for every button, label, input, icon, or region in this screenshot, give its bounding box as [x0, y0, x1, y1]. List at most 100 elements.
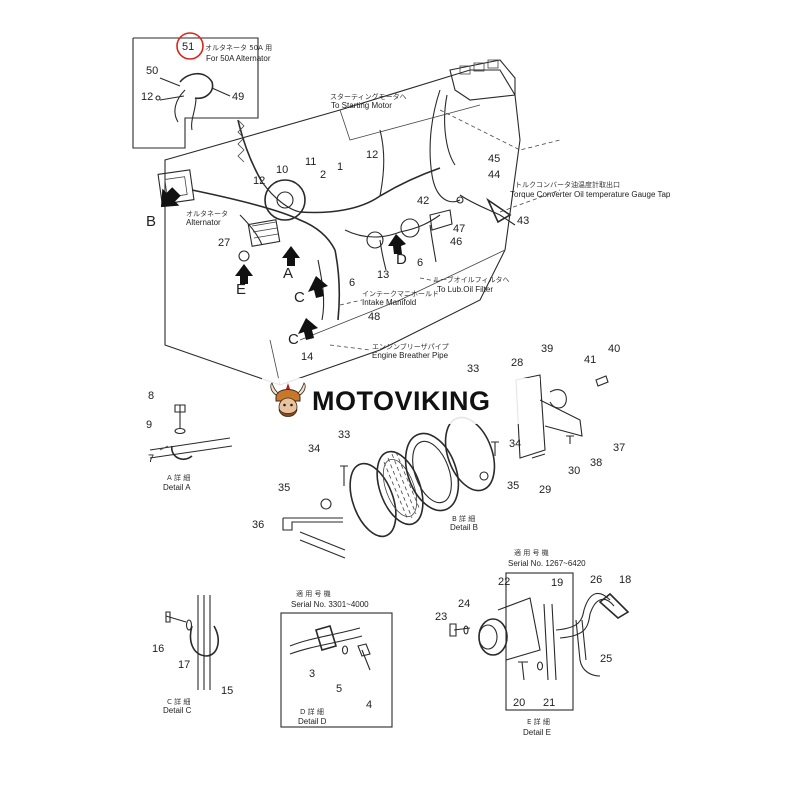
- to-starting-motor-label: To Starting Motor: [331, 101, 392, 110]
- detail-c-title: Detail C: [163, 706, 192, 715]
- arrow-c1-icon: [308, 276, 328, 298]
- detail-b-callout-37: 37: [613, 442, 625, 454]
- detail-b-jp: B 詳 細: [452, 514, 475, 523]
- callout-12a: 12: [253, 175, 265, 187]
- highlight-circle: [176, 32, 204, 60]
- detail-b-callout-33: 33: [338, 429, 350, 441]
- detail-b-callout-36: 36: [252, 519, 264, 531]
- callout-13: 13: [377, 269, 389, 281]
- detail-b-callout-34: 34: [308, 443, 320, 455]
- detail-e-callout-20: 20: [513, 697, 525, 709]
- lube-filter-label: To Lub.Oil Filter: [437, 285, 493, 294]
- detail-a-title: Detail A: [163, 483, 191, 492]
- detail-b-callout-29: 29: [539, 484, 551, 496]
- detail-b-callout-38: 38: [590, 457, 602, 469]
- inset-en-label: For 50A Alternator: [206, 54, 271, 63]
- clamp-ring-33: [349, 462, 397, 538]
- inset-callout-12: 12: [141, 91, 153, 103]
- lube-filter-jp: ルーブオイルフィルタへ: [433, 275, 509, 284]
- detail-b-callout-35b: 35: [507, 480, 519, 492]
- detail-d-serial: Serial No. 3301~4000: [291, 600, 369, 609]
- detail-e-jp-serial: 適 用 号 機: [514, 548, 549, 557]
- detail-a-jp: A 詳 細: [167, 473, 190, 482]
- detail-b-callout-34b: 34: [509, 438, 521, 450]
- detail-e-callout-21: 21: [543, 697, 555, 709]
- arrow-b-icon: [160, 187, 181, 208]
- detail-d-title: Detail D: [298, 717, 327, 726]
- watermark-banner: MOTOVIKING: [262, 378, 540, 424]
- detail-e-jp: E 詳 細: [527, 717, 550, 726]
- detail-e: 適 用 号 機 Serial No. 1267~6420 22 19 26 18…: [435, 548, 631, 737]
- engine-outline: [157, 59, 521, 386]
- intake-manifold-jp: インテークマニホールド: [362, 290, 439, 298]
- detail-d: 適 用 号 機 Serial No. 3301~4000 3 5 4 D 詳 細…: [280, 589, 393, 728]
- view-letter-e: E: [236, 281, 246, 298]
- to-starting-motor-jp: スターティングモータへ: [330, 92, 407, 101]
- viking-helmet-icon: [270, 382, 306, 417]
- inset-callout-50: 50: [146, 65, 158, 77]
- detail-b: 34 33 35 36 34 35 29 30 38 37 B 詳 細 Deta…: [252, 374, 625, 559]
- callout-48: 48: [368, 311, 380, 323]
- detail-c-callout-15: 15: [221, 685, 233, 697]
- callout-44: 44: [488, 169, 500, 181]
- detail-d-callout-3: 3: [309, 668, 315, 680]
- view-arrows: B A E C C D: [146, 187, 407, 348]
- callout-6b: 6: [417, 257, 423, 269]
- callout-40: 40: [608, 343, 620, 355]
- callout-6a: 6: [349, 277, 355, 289]
- text-labels: スターティングモータへ To Starting Motor トルクコンバータ油温…: [186, 92, 671, 360]
- detail-a: 8 9 7 A 詳 細 Detail A: [146, 390, 233, 492]
- detail-e-callout-22: 22: [498, 576, 510, 588]
- arrow-a-icon: [282, 246, 300, 266]
- detail-b-title: Detail B: [450, 523, 478, 532]
- callout-12b: 12: [366, 149, 378, 161]
- detail-c-callout-16: 16: [152, 643, 164, 655]
- callout-43: 43: [517, 215, 529, 227]
- detail-a-callout-8: 8: [148, 390, 154, 402]
- callout-42: 42: [417, 195, 429, 207]
- breather-pipe-jp: エンジンブリーザパイプ: [372, 342, 449, 351]
- alternator-label: Alternator: [186, 218, 221, 227]
- alternator-jp: オルタネータ: [186, 209, 228, 218]
- sensor-tap: [456, 196, 516, 226]
- alternator: [238, 179, 306, 262]
- callout-47: 47: [453, 223, 465, 235]
- detail-e-title: Detail E: [523, 728, 551, 737]
- torque-tap-label: Torque Converter Oil temperature Gauge T…: [510, 190, 671, 199]
- top-inset: 51 オルタネータ 50A 用 For 50A Alternator 50 12…: [132, 32, 272, 149]
- callout-14: 14: [301, 351, 313, 363]
- inset-jp-label: オルタネータ 50A 用: [205, 43, 272, 52]
- detail-c: 16 17 15 C 詳 細 Detail C: [152, 595, 233, 715]
- detail-b-callout-30: 30: [568, 465, 580, 477]
- detail-e-callout-26: 26: [590, 574, 602, 586]
- main-callouts: 10 11 12 1 2 12 45 44 42 43 47 46 27 6 1…: [218, 149, 620, 375]
- callout-27: 27: [218, 237, 230, 249]
- callout-41: 41: [584, 354, 596, 366]
- filter-element: [404, 432, 460, 512]
- callout-33-top: 33: [467, 363, 479, 375]
- detail-e-callout-19: 19: [551, 577, 563, 589]
- detail-e-serial: Serial No. 1267~6420: [508, 559, 586, 568]
- detail-d-jp: D 詳 細: [300, 707, 324, 716]
- detail-e-callout-25: 25: [600, 653, 612, 665]
- intake-manifold-label: Intake Manifold: [362, 298, 416, 307]
- breather-pipe-label: Engine Breather Pipe: [372, 351, 449, 360]
- detail-b-callout-35: 35: [278, 482, 290, 494]
- relay-component: [366, 197, 512, 249]
- mesh-filter: [376, 450, 424, 526]
- callout-11: 11: [305, 156, 316, 168]
- inset-part-number: 51: [182, 41, 194, 53]
- watermark-text: MOTOVIKING: [312, 385, 491, 416]
- callout-46: 46: [450, 236, 462, 248]
- detail-d-callout-5: 5: [336, 683, 342, 695]
- detail-d-callout-4: 4: [366, 699, 372, 711]
- callout-2: 2: [320, 169, 326, 181]
- harness-routes: [191, 119, 501, 321]
- arrow-e-icon: [235, 264, 253, 284]
- detail-d-jp-serial: 適 用 号 機: [296, 589, 331, 598]
- detail-c-jp: C 詳 細: [167, 697, 190, 706]
- detail-a-callout-7: 7: [148, 453, 154, 465]
- view-letter-c1: C: [294, 289, 305, 306]
